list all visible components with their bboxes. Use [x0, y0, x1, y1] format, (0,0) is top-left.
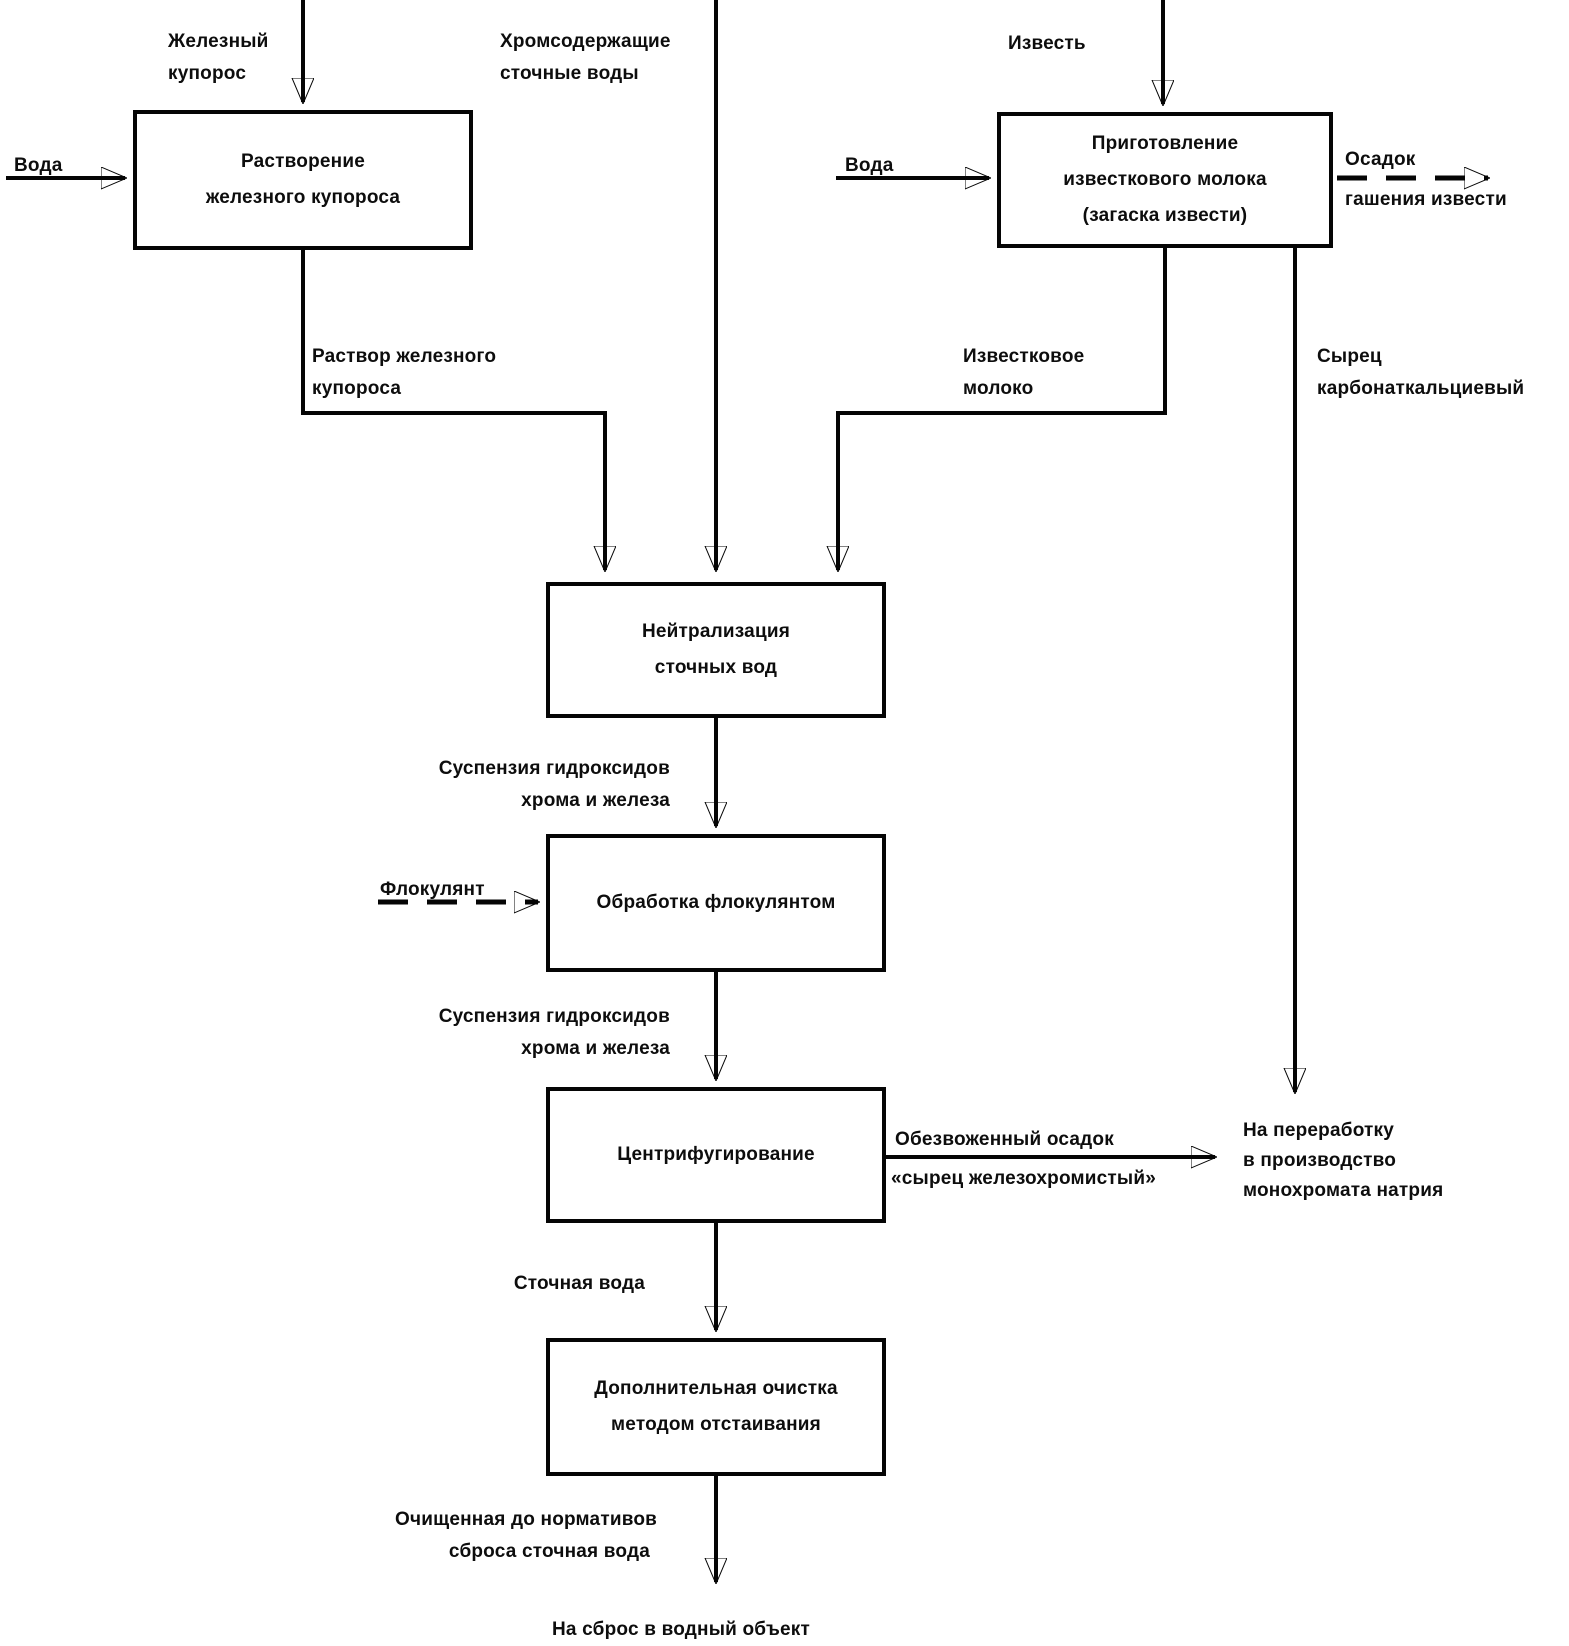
label-to-processing: На переработку в производство монохромат… [1243, 1120, 1444, 1201]
node-settling-line2: методом отстаивания [611, 1414, 821, 1435]
node-neutralization-line1: Нейтрализация [641, 621, 790, 642]
edge-iron-solution [301, 250, 605, 570]
node-centrifuge-line1: Центрифугирование [617, 1144, 815, 1165]
label-dewatered-line1: Обезвоженный осадок [895, 1129, 1114, 1150]
label-dewatered-line2: «сырец железохромистый» [891, 1168, 1156, 1189]
node-flocculation: Обработка флокулянтом [546, 834, 886, 972]
node-settling-line1: Дополнительная очистка [594, 1378, 838, 1399]
label-suspension-2: Суспензия гидроксидов хрома и железа [438, 1006, 670, 1059]
node-dissolution-line1: Растворение [241, 151, 365, 172]
node-dissolution-line2: железного купороса [205, 187, 401, 208]
label-lime-input: Известь [1008, 33, 1086, 54]
label-iron-solution: Раствор железного купороса [312, 346, 497, 399]
node-flocculation-line1: Обработка флокулянтом [596, 892, 836, 913]
label-iron-vitriol: Железный купорос [168, 31, 269, 84]
node-centrifuge: Центрифугирование [546, 1087, 886, 1223]
node-dissolution: Растворение железного купороса [133, 110, 473, 250]
node-lime-prep: Приготовление известкового молока (загас… [997, 112, 1333, 248]
label-lime-sludge-line1: Осадок [1345, 149, 1416, 170]
node-neutralization: Нейтрализация сточных вод [546, 582, 886, 718]
label-flocculant: Флокулянт [380, 879, 485, 900]
edge-lime-milk [838, 248, 1167, 570]
label-purified: Очищенная до нормативов сброса сточная в… [395, 1509, 658, 1562]
node-lime-prep-line1: Приготовление [1091, 133, 1239, 154]
label-water-right: Вода [845, 155, 894, 176]
label-lime-milk: Известковое молоко [963, 346, 1085, 399]
node-lime-prep-line3: (загаска извести) [1082, 205, 1248, 226]
node-lime-prep-line2: известкового молока [1063, 169, 1267, 190]
label-carbonate-raw: Сырец карбонаткальциевый [1317, 346, 1525, 399]
label-wastewater: Сточная вода [513, 1273, 645, 1294]
label-chrome-wastewater: Хромсодержащие сточные воды [500, 31, 671, 84]
node-settling: Дополнительная очистка методом отстаиван… [546, 1338, 886, 1476]
label-water-left: Вода [14, 155, 63, 176]
label-discharge: На сброс в водный объект [552, 1619, 811, 1640]
label-lime-sludge-line2: гашения извести [1345, 189, 1507, 210]
label-suspension-1: Суспензия гидроксидов хрома и железа [438, 758, 670, 811]
node-neutralization-line2: сточных вод [654, 657, 778, 678]
